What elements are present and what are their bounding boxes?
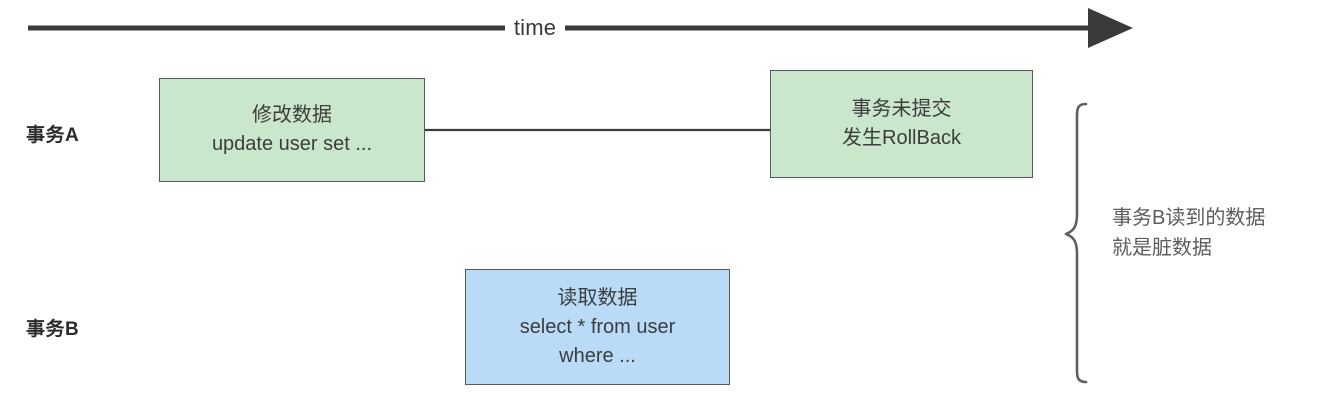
node-rollback-line-2: 发生RollBack <box>842 127 961 149</box>
node-rollback[interactable]: 事务未提交 发生RollBack <box>770 70 1033 178</box>
node-select-line-3: where ... <box>559 344 636 367</box>
node-update-data[interactable]: 修改数据 update user set ... <box>159 78 425 182</box>
node-select-line-2: select * from user <box>519 315 676 338</box>
node-select-data[interactable]: 读取数据 select * from user where ... <box>465 269 730 385</box>
curly-brace <box>1064 102 1088 384</box>
lane-label-transaction-b: 事务B <box>26 319 80 340</box>
brace-annotation-line-1: 事务B读到的数据 <box>1112 207 1266 229</box>
node-update-line-2: update user set ... <box>211 133 373 155</box>
node-update-line-1: 修改数据 <box>252 104 332 126</box>
lane-label-transaction-a: 事务A <box>26 125 80 146</box>
brace-annotation: 事务B读到的数据 就是脏数据 <box>1112 203 1265 263</box>
node-select-line-1: 读取数据 <box>557 286 638 309</box>
time-axis-label: time <box>505 13 565 43</box>
node-rollback-line-1: 事务未提交 <box>851 98 952 120</box>
brace-annotation-line-2: 就是脏数据 <box>1112 237 1212 259</box>
